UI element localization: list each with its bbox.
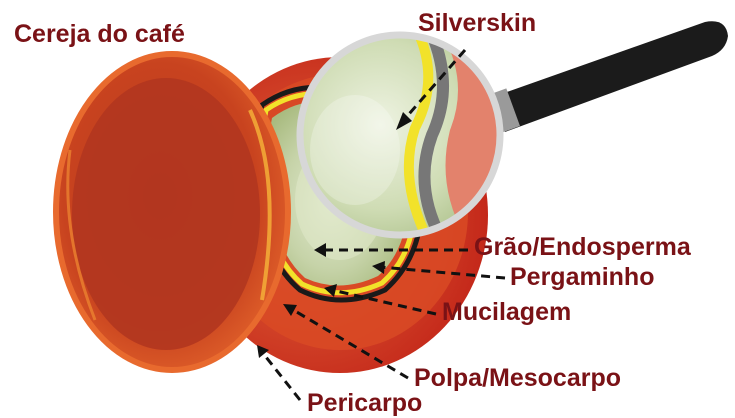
magnifying-glass-icon	[300, 21, 728, 245]
diagram-title: Cereja do café	[14, 22, 185, 47]
label-mucilagem: Mucilagem	[442, 300, 571, 325]
label-grao-endosperma: Grão/Endosperma	[474, 235, 691, 260]
cherry-face	[72, 78, 260, 350]
label-silverskin: Silverskin	[418, 11, 536, 36]
label-polpa-mesocarpo: Polpa/Mesocarpo	[414, 366, 621, 391]
whole-cherry	[56, 54, 288, 370]
label-pergaminho: Pergaminho	[510, 265, 654, 290]
magnifier-handle	[490, 21, 728, 132]
label-pericarpo: Pericarpo	[307, 391, 422, 416]
magnified-bean-glare	[310, 95, 400, 205]
